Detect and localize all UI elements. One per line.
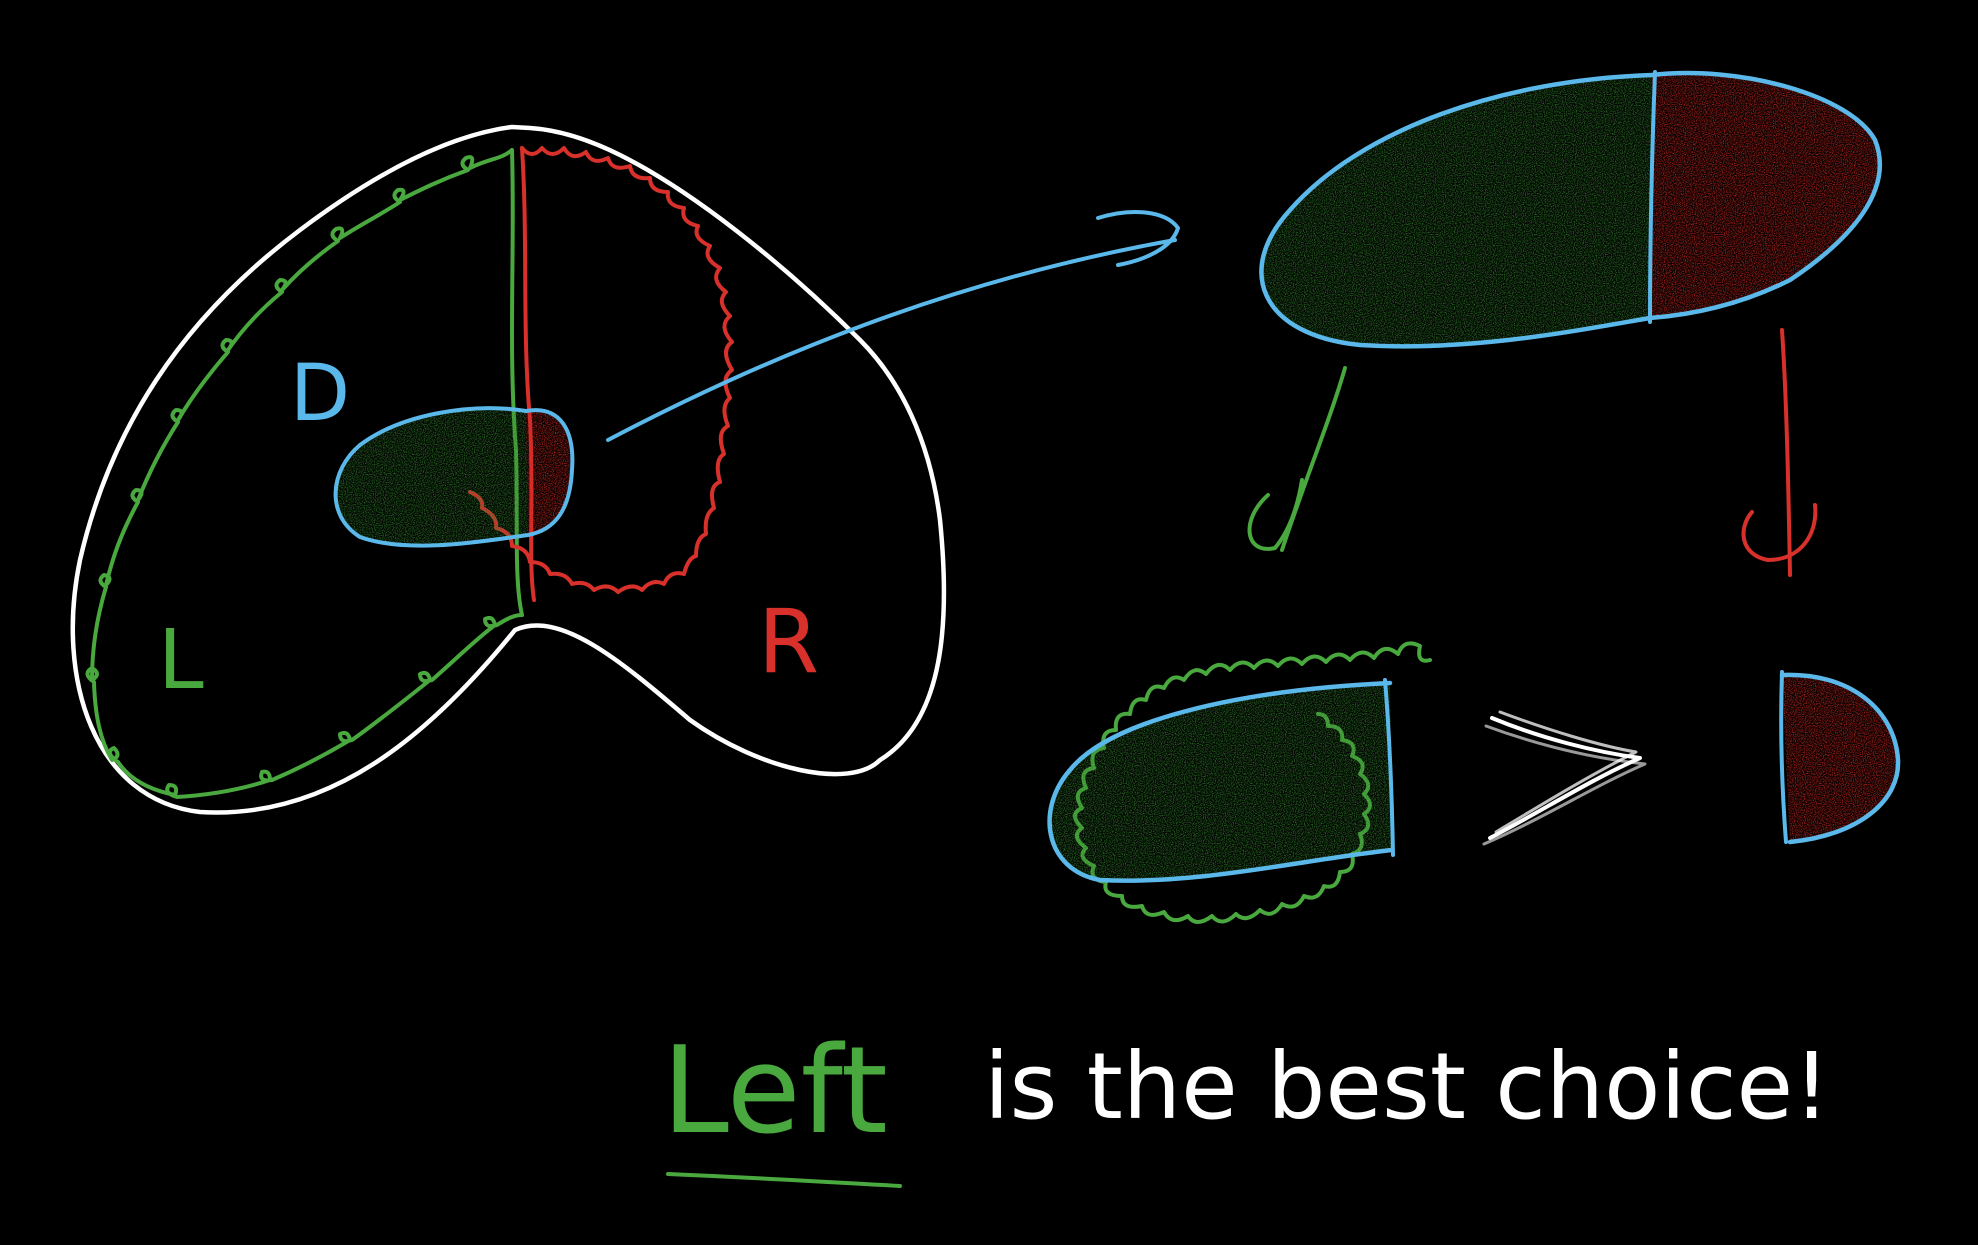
zoomed-set-green-fill <box>1261 75 1652 347</box>
caption-underline <box>666 1172 902 1188</box>
right-subproblem-red-fill <box>1782 674 1899 842</box>
zoom-arrow <box>606 210 1180 442</box>
label-r: R <box>758 590 819 693</box>
caption-rest: is the best choice! <box>984 1033 1830 1140</box>
greater-than-sign: > <box>1482 710 1647 846</box>
caption-highlight: Left <box>662 1022 888 1161</box>
zoom-arrow-head <box>1096 210 1180 267</box>
zoom-arrow-shaft <box>606 238 1177 442</box>
right-down-arrow <box>1741 328 1818 577</box>
left-loop-boundary <box>85 148 524 799</box>
left-subproblem-edge <box>1383 678 1395 857</box>
left-down-arrow-head <box>1247 478 1304 551</box>
left-subproblem-green-fill <box>1049 683 1392 881</box>
right-subproblem-edge <box>1779 670 1788 844</box>
zoomed-set <box>1259 70 1882 349</box>
zoomed-set-outline <box>1259 70 1882 349</box>
zoomed-set-red-fill <box>1650 73 1880 319</box>
greater-than-stroke-2 <box>1494 710 1638 834</box>
left-subproblem-outline <box>1047 680 1395 883</box>
left-subproblem <box>1047 641 1432 924</box>
zoomed-set-divider <box>1648 70 1657 324</box>
small-query-set <box>333 406 575 548</box>
right-subproblem-outline <box>1779 672 1901 845</box>
label-d: D <box>290 349 350 439</box>
greater-than-stroke-3 <box>1482 724 1647 846</box>
label-l: L <box>158 613 204 708</box>
right-subproblem <box>1779 670 1901 845</box>
right-down-arrow-shaft <box>1780 328 1792 577</box>
left-down-arrow <box>1247 366 1347 552</box>
right-down-arrow-head <box>1741 503 1818 562</box>
caption: Left is the best choice! <box>662 1022 1830 1188</box>
right-loop-boundary <box>468 146 734 594</box>
small-set-outline <box>333 406 575 548</box>
greater-than-stroke-1 <box>1488 716 1642 840</box>
